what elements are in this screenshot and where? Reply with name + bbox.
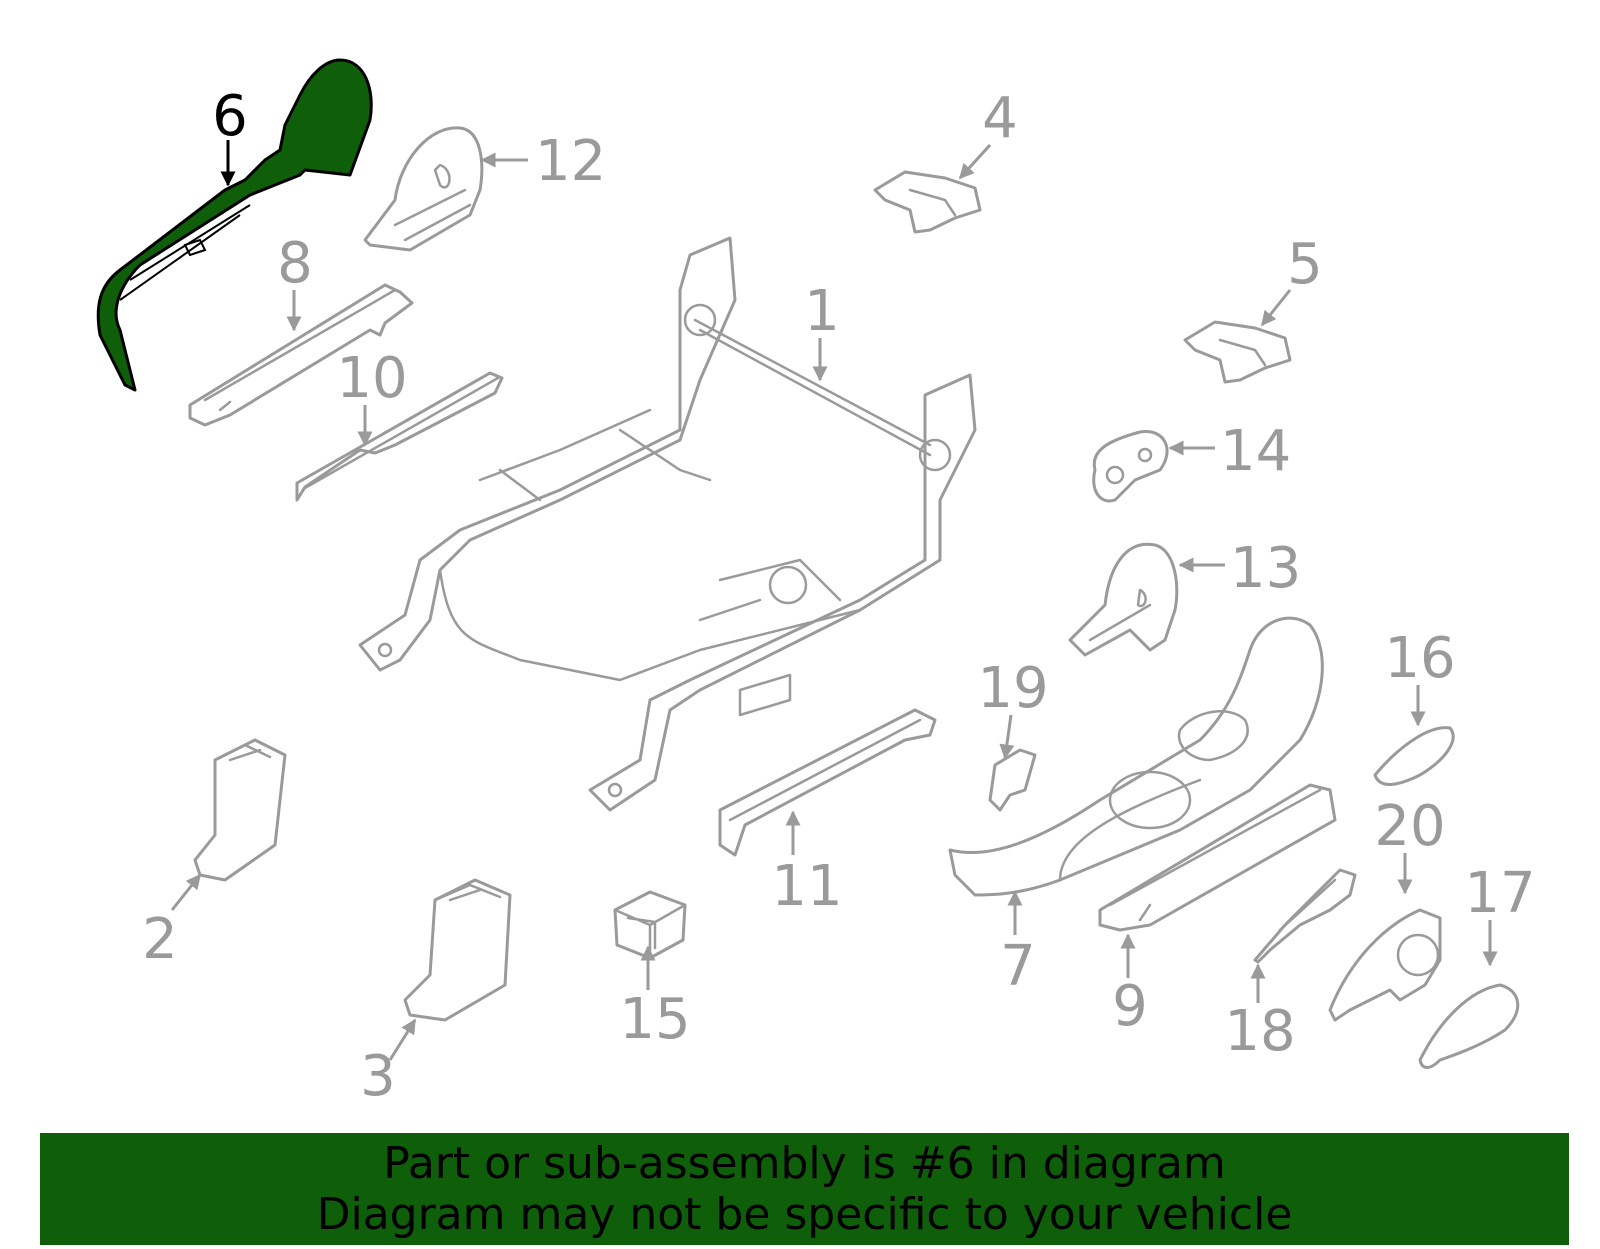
parts-diagram: 6 12 4 8 1 5 10 14 13 19 16 20 17 11 7 9… (96, 58, 1536, 1109)
callout-10: 10 (336, 346, 407, 411)
part-9-shape (1098, 783, 1337, 932)
part-3-shape (403, 878, 512, 1022)
part-6-shape[interactable] (96, 58, 373, 392)
callout-2: 2 (142, 907, 178, 972)
callout-9: 9 (1112, 974, 1148, 1039)
callout-11: 11 (771, 854, 842, 919)
leader-19 (999, 714, 1015, 760)
part-12-shape (363, 126, 484, 252)
callout-7: 7 (1000, 934, 1036, 999)
callout-4: 4 (982, 86, 1018, 151)
banner-line-1: Part or sub-assembly is #6 in diagram (383, 1138, 1226, 1189)
callout-19: 19 (977, 656, 1048, 721)
part-18-shape (1253, 868, 1357, 964)
part-16-shape (1373, 726, 1455, 786)
leader-3 (388, 1018, 417, 1061)
part-2-shape (193, 738, 287, 882)
part-20-shape (1328, 908, 1442, 1022)
callout-1: 1 (804, 279, 840, 344)
part-17-shape (1418, 983, 1520, 1069)
leader-5 (1260, 289, 1292, 327)
info-banner: Part or sub-assembly is #6 in diagram Di… (40, 1133, 1569, 1245)
leader-4 (958, 143, 992, 180)
callout-12: 12 (535, 129, 606, 194)
part-4-shape (873, 170, 982, 234)
part-19-shape (988, 748, 1037, 812)
part-7-shape (948, 616, 1324, 897)
callout-3: 3 (360, 1044, 396, 1109)
callout-labels: 6 12 4 8 1 5 10 14 13 19 16 20 17 11 7 9… (142, 84, 1535, 1109)
callout-15: 15 (619, 987, 690, 1052)
callout-20: 20 (1374, 794, 1445, 859)
leader-lines (170, 140, 1498, 1061)
part-5-shape (1183, 320, 1292, 384)
part-8-shape (188, 283, 414, 427)
part-14-shape (1092, 430, 1169, 503)
callout-13: 13 (1230, 536, 1301, 601)
callout-6: 6 (212, 84, 248, 149)
part-1-shape (358, 236, 977, 812)
callout-16: 16 (1384, 626, 1455, 691)
part-10-shape (295, 371, 504, 502)
part-13-shape (1068, 542, 1179, 657)
part-15-shape (613, 890, 687, 960)
part-11-shape (718, 708, 937, 857)
banner-line-2: Diagram may not be specific to your vehi… (316, 1189, 1293, 1240)
callout-5: 5 (1287, 232, 1323, 297)
callout-8: 8 (277, 231, 313, 296)
leader-2 (170, 873, 202, 911)
callout-18: 18 (1224, 999, 1295, 1064)
callout-14: 14 (1220, 419, 1291, 484)
callout-17: 17 (1464, 861, 1535, 926)
